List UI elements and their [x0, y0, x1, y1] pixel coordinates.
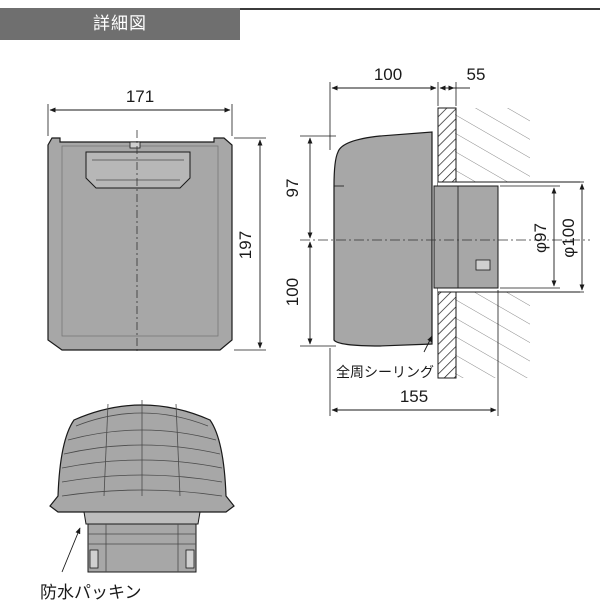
sleeve-clip-left [89, 549, 99, 569]
header-rule [0, 8, 600, 10]
side-top-dimensions [329, 82, 470, 150]
bottom-sleeve [87, 523, 197, 573]
header-title: 詳細図 [93, 14, 147, 33]
hood-louvers [61, 400, 223, 497]
side-view: 100 55 97 100 φ97 φ100 全周シーリング [283, 65, 590, 416]
side-upper-height-label: 97 [283, 179, 302, 198]
front-width-dimension [47, 104, 233, 136]
sleeve-clip-right [185, 549, 195, 569]
pipe-sleeve [433, 185, 499, 289]
sleeve-ribs [88, 524, 196, 572]
front-body [47, 130, 233, 352]
front-view: 171 197 [47, 87, 266, 352]
side-height-dimensions [300, 135, 336, 347]
front-height-label: 197 [236, 231, 255, 259]
side-depth-label: 100 [374, 65, 402, 84]
front-height-dimension [234, 137, 266, 351]
pipe-diameter-dimensions [500, 181, 585, 293]
gasket-leader [61, 527, 81, 573]
pipe-inner-diameter-label: φ97 [531, 223, 550, 253]
sealing-label: 全周シーリング [336, 364, 434, 381]
gasket-label: 防水パッキン [40, 583, 142, 603]
total-depth-dimension [329, 290, 499, 416]
total-depth-label: 155 [400, 387, 428, 406]
side-lower-height-label: 100 [283, 278, 302, 306]
bottom-view: 防水パッキン [40, 400, 235, 603]
pipe-outer-diameter-label: φ100 [559, 218, 578, 257]
gasket-ring [83, 511, 201, 525]
header-tab [0, 8, 240, 40]
side-wall-label: 55 [467, 65, 486, 84]
front-width-label: 171 [126, 87, 154, 106]
side-body [333, 131, 433, 347]
sealing-leader [423, 335, 433, 353]
sleeve-latch [475, 259, 491, 271]
